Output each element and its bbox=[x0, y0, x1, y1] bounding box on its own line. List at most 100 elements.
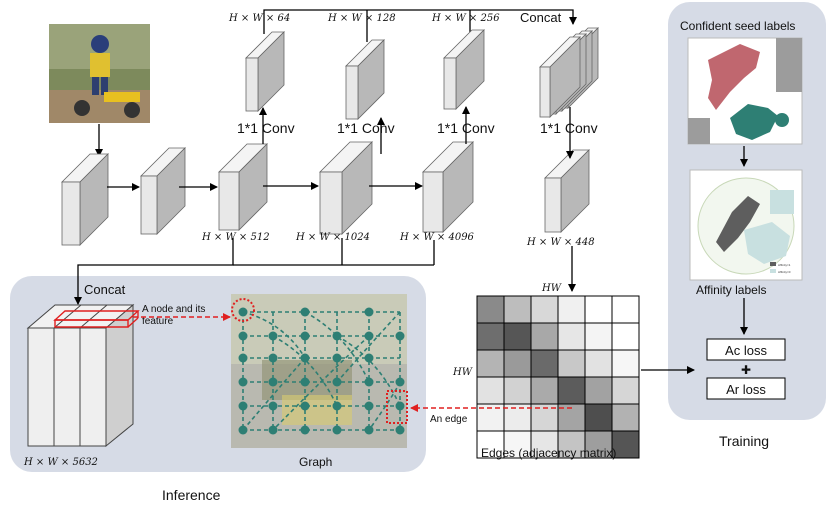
output-block-448 bbox=[544, 149, 590, 233]
graph-node bbox=[238, 377, 248, 387]
graph-node bbox=[332, 353, 342, 363]
matrix-cell bbox=[530, 349, 559, 378]
matrix-cell bbox=[530, 376, 559, 405]
backbone-block-3 bbox=[218, 143, 268, 231]
matrix-cell bbox=[611, 430, 640, 459]
conv-label-1: 1*1 Conv bbox=[237, 120, 295, 136]
affinity-legend-0: Affinity=0 bbox=[778, 270, 791, 274]
backbone-block-2 bbox=[140, 147, 186, 235]
matrix-cell bbox=[557, 349, 586, 378]
matrix-cell bbox=[503, 349, 532, 378]
conv-label-3: 1*1 Conv bbox=[437, 120, 495, 136]
backbone-block-4 bbox=[319, 141, 373, 235]
matrix-cell bbox=[476, 376, 505, 405]
graph-image bbox=[231, 294, 408, 448]
input-image bbox=[49, 24, 150, 123]
matrix-cell bbox=[530, 430, 559, 459]
concat-feature-block bbox=[26, 303, 135, 448]
matrix-cell bbox=[611, 376, 640, 405]
backbone-block-5 bbox=[422, 141, 474, 233]
graph-node bbox=[332, 425, 342, 435]
dim-label-4096: H × W × 4096 bbox=[399, 232, 475, 243]
affinity-labels-title: Affinity labels bbox=[696, 283, 766, 297]
matrix-cell bbox=[611, 322, 640, 351]
edge-label: An edge bbox=[430, 414, 468, 425]
matrix-cell bbox=[611, 403, 640, 432]
dim-label-128: H × W × 128 bbox=[327, 13, 396, 24]
concat-left-label: Concat bbox=[84, 282, 126, 297]
graph-node bbox=[268, 353, 278, 363]
matrix-cell bbox=[503, 403, 532, 432]
graph-node bbox=[364, 401, 374, 411]
graph-node bbox=[268, 425, 278, 435]
graph-node bbox=[238, 425, 248, 435]
ac-loss-label: Ac loss bbox=[725, 343, 767, 358]
feature-dim-label: H × W × 5632 bbox=[23, 457, 98, 468]
dim-label-1024: H × W × 1024 bbox=[295, 232, 370, 243]
graph-node bbox=[238, 307, 248, 317]
node-highlight bbox=[231, 298, 255, 322]
matrix-cell bbox=[530, 295, 559, 324]
matrix-cell bbox=[584, 322, 613, 351]
graph-label: Graph bbox=[299, 455, 332, 469]
adjacency-label: Edges (adjacency matrix) bbox=[481, 446, 616, 460]
dim-label-256: H × W × 256 bbox=[431, 13, 500, 24]
graph-node bbox=[268, 377, 278, 387]
ar-loss-box bbox=[706, 377, 786, 400]
graph-node bbox=[395, 377, 405, 387]
graph-node bbox=[300, 307, 310, 317]
matrix-cell bbox=[557, 322, 586, 351]
matrix-cell bbox=[476, 295, 505, 324]
matrix-cell bbox=[530, 322, 559, 351]
matrix-cell bbox=[557, 430, 586, 459]
matrix-cell bbox=[584, 403, 613, 432]
graph-node bbox=[268, 401, 278, 411]
backbone-block-1 bbox=[61, 153, 109, 246]
conv-output-map-64 bbox=[245, 31, 285, 112]
adjacency-matrix bbox=[476, 295, 640, 459]
dim-label-512: H × W × 512 bbox=[201, 232, 270, 243]
graph-node bbox=[364, 377, 374, 387]
seed-labels-title: Confident seed labels bbox=[680, 19, 795, 33]
matrix-cell bbox=[476, 322, 505, 351]
graph-node bbox=[300, 353, 310, 363]
matrix-cell bbox=[503, 322, 532, 351]
hw-side-label: HW bbox=[452, 367, 473, 378]
matrix-cell bbox=[476, 349, 505, 378]
hw-top-label: HW bbox=[541, 283, 562, 294]
concat-top-label: Concat bbox=[520, 10, 562, 25]
plus-icon: ✚ bbox=[741, 363, 751, 377]
ac-loss-box bbox=[706, 338, 786, 361]
training-label: Training bbox=[719, 433, 769, 449]
matrix-cell bbox=[611, 295, 640, 324]
edge-highlight bbox=[386, 390, 408, 424]
matrix-cell bbox=[557, 376, 586, 405]
conv-label-2: 1*1 Conv bbox=[337, 120, 395, 136]
matrix-cell bbox=[584, 349, 613, 378]
graph-node bbox=[395, 425, 405, 435]
conv-output-map-128 bbox=[345, 39, 385, 120]
graph-node bbox=[395, 401, 405, 411]
affinity-label-map: Affinity=1 Affinity=0 bbox=[689, 169, 803, 281]
seed-label-map bbox=[687, 37, 803, 145]
graph-node bbox=[364, 331, 374, 341]
graph-node bbox=[300, 377, 310, 387]
affinity-legend-1: Affinity=1 bbox=[778, 263, 791, 267]
dim-label-448: H × W × 448 bbox=[526, 237, 595, 248]
graph-node bbox=[300, 401, 310, 411]
conv-output-map-256 bbox=[443, 29, 485, 110]
graph-node bbox=[268, 331, 278, 341]
graph-node bbox=[238, 353, 248, 363]
graph-node bbox=[332, 401, 342, 411]
graph-node bbox=[364, 425, 374, 435]
matrix-cell bbox=[584, 376, 613, 405]
concat-map-1 bbox=[539, 36, 581, 118]
matrix-cell bbox=[503, 430, 532, 459]
matrix-cell bbox=[476, 430, 505, 459]
conv-label-4: 1*1 Conv bbox=[540, 120, 598, 136]
graph-node bbox=[364, 307, 374, 317]
matrix-cell bbox=[584, 295, 613, 324]
graph-node bbox=[364, 353, 374, 363]
